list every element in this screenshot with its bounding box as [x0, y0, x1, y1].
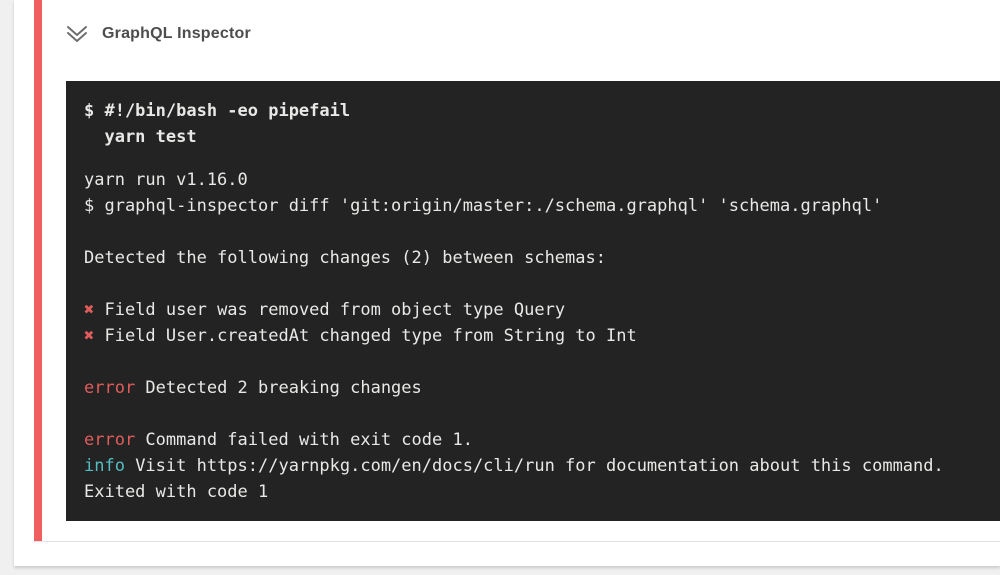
- terminal-text-red: ✖: [84, 300, 95, 320]
- failed-status-accent-bar: [34, 0, 42, 541]
- terminal-line: $ graphql-inspector diff 'git:origin/mas…: [84, 193, 988, 219]
- step-title: GraphQL Inspector: [102, 25, 251, 42]
- terminal-text-cyan: info: [84, 456, 125, 476]
- terminal-text: yarn run v1.16.0: [84, 170, 248, 190]
- terminal-line: yarn run v1.16.0: [84, 167, 988, 193]
- terminal-text: Visit https://yarnpkg.com/en/docs/cli/ru…: [124, 456, 944, 476]
- step-bottom-divider: [34, 541, 1000, 542]
- terminal-line: [84, 401, 988, 427]
- terminal-text: Command failed with exit code 1.: [135, 430, 473, 450]
- terminal-line: $ #!/bin/bash -eo pipefail: [84, 98, 988, 124]
- terminal-line: [84, 349, 988, 375]
- terminal-text-red: error: [84, 378, 136, 398]
- terminal-text: Field user was removed from object type …: [94, 300, 566, 320]
- terminal-line: Detected the following changes (2) betwe…: [84, 245, 988, 271]
- terminal-line: Exited with code 1: [84, 479, 988, 505]
- terminal-output: $ #!/bin/bash -eo pipefail yarn test yarn…: [66, 81, 1000, 521]
- terminal-line: [84, 219, 988, 245]
- terminal-text: Detected the following changes (2) betwe…: [84, 248, 606, 268]
- terminal-line: error Command failed with exit code 1.: [84, 427, 988, 453]
- terminal-line: [84, 271, 988, 297]
- terminal-line: yarn test: [84, 124, 988, 150]
- terminal-text: yarn test: [84, 127, 197, 147]
- step-header[interactable]: GraphQL Inspector: [64, 22, 251, 46]
- terminal-text: Detected 2 breaking changes: [135, 378, 422, 398]
- terminal-line: ✖ Field user was removed from object typ…: [84, 297, 988, 323]
- terminal-text-red: ✖: [84, 326, 95, 346]
- terminal-text-red: error: [84, 430, 136, 450]
- terminal-text: $ #!/bin/bash -eo pipefail: [84, 101, 351, 121]
- terminal-text: $ graphql-inspector diff 'git:origin/mas…: [84, 196, 883, 216]
- terminal-line: [84, 150, 988, 167]
- build-step-card: GraphQL Inspector $ #!/bin/bash -eo pipe…: [14, 0, 1000, 566]
- terminal-text: Field User.createdAt changed type from S…: [94, 326, 637, 346]
- terminal-text: Exited with code 1: [84, 482, 269, 502]
- terminal-line: ✖ Field User.createdAt changed type from…: [84, 323, 988, 349]
- terminal-line: info Visit https://yarnpkg.com/en/docs/c…: [84, 453, 988, 479]
- terminal-line: error Detected 2 breaking changes: [84, 375, 988, 401]
- double-chevron-down-icon[interactable]: [64, 22, 90, 46]
